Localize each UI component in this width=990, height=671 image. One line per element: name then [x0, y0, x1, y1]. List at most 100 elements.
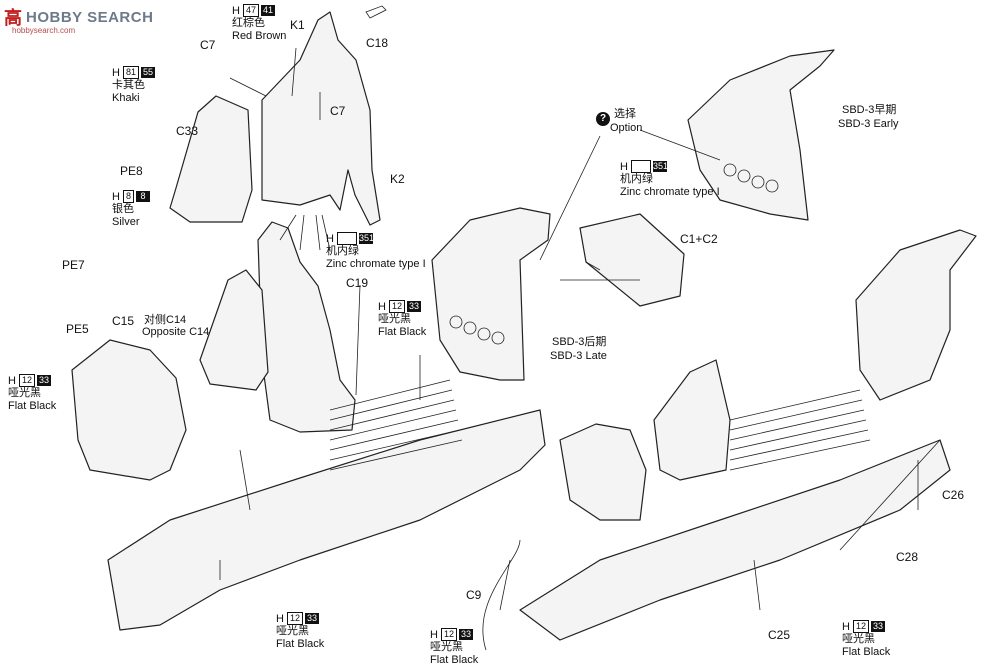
paint-name-zh: 哑光黑: [8, 387, 41, 399]
part-pe5: PE5: [66, 322, 89, 336]
paint-name-zh: 哑光黑: [276, 625, 309, 637]
part-c1-c2: C1+C2: [680, 232, 718, 246]
paint-code: H 8 8: [112, 190, 150, 203]
paint-prefix: H: [842, 620, 850, 633]
option-label-en: Option: [610, 122, 643, 134]
paint-swatch: 351: [358, 233, 374, 244]
paint-name-en: Flat Black: [8, 400, 57, 412]
opposite-label-en: Opposite C14: [142, 326, 210, 338]
paint-callout-flat-black-2: H 12 33 哑光黑 Flat Black: [378, 300, 426, 339]
paint-swatch: 33: [458, 629, 473, 640]
paint-name-en: Flat Black: [378, 326, 427, 338]
early-variant-en: SBD-3 Early: [838, 118, 899, 130]
paint-code: H 81 55: [112, 66, 155, 79]
part-c26: C26: [942, 488, 965, 502]
paint-callout-red-brown: H 47 41 红棕色 Red Brown: [232, 4, 286, 43]
paint-callout-flat-black-4: H 12 33 哑光黑 Flat Black: [430, 628, 478, 667]
rear-bulkhead-assembled: [855, 229, 977, 401]
floor-grating-right: [729, 389, 871, 471]
paint-code: H 351: [620, 160, 720, 173]
paint-name-en: Khaki: [112, 92, 140, 104]
early-variant-zh: SBD-3早期: [842, 104, 897, 116]
paint-number: 12: [18, 374, 35, 387]
paint-code: H 12 33: [430, 628, 478, 641]
watermark-subtext: hobbysearch.com: [12, 26, 76, 35]
seat-assembled: [653, 359, 731, 481]
paint-name-zh: 银色: [112, 203, 134, 215]
paint-swatch: 351: [652, 161, 668, 172]
paint-number: 81: [122, 66, 139, 79]
instrument-ports-late: [449, 315, 505, 345]
part-c19: C19: [346, 276, 369, 290]
paint-code: H 12 33: [378, 300, 426, 313]
paint-callout-flat-black-3: H 12 33 哑光黑 Flat Black: [276, 612, 324, 651]
seat-bucket-upper: [169, 95, 253, 223]
part-c33: C33: [176, 124, 199, 138]
paint-number: 12: [852, 620, 869, 633]
watermark: 高 HOBBY SEARCH hobbysearch.com: [4, 4, 154, 35]
leader-lines: [219, 47, 941, 611]
paint-prefix: H: [276, 612, 284, 625]
paint-callout-zinc-chromate-2: H 351 机内绿 Zinc chromate type I: [620, 160, 720, 199]
paint-prefix: H: [378, 300, 386, 313]
paint-prefix: H: [112, 66, 120, 79]
paint-callout-silver: H 8 8 银色 Silver: [112, 190, 150, 229]
paint-swatch: 41: [260, 5, 275, 16]
option-icon: ?: [596, 112, 610, 126]
rear-bulkhead-early: [687, 49, 835, 221]
paint-name-zh: 哑光黑: [378, 313, 411, 325]
paint-name-zh: 哑光黑: [842, 633, 875, 645]
paint-prefix: H: [620, 160, 628, 173]
paint-callout-khaki: H 81 55 卡其色 Khaki: [112, 66, 155, 105]
side-console-assembled: [559, 423, 647, 521]
part-c18: C18: [366, 36, 389, 50]
paint-swatch: 33: [304, 613, 319, 624]
part-c7-a: C7: [200, 38, 216, 52]
paint-code: H 47 41: [232, 4, 286, 17]
opposite-label-zh: 对侧C14: [144, 314, 187, 326]
paint-name-zh: 卡其色: [112, 79, 145, 91]
seat-bulkhead-upper: [261, 11, 381, 226]
rear-bulkhead-late: [431, 207, 551, 381]
paint-name-en: Flat Black: [842, 646, 891, 658]
paint-callout-zinc-chromate-1: H 351 机内绿 Zinc chromate type I: [326, 232, 426, 271]
paint-name-en: Silver: [112, 216, 140, 228]
paint-blank-swatch: [630, 160, 651, 173]
cockpit-floor-assembled: [519, 439, 951, 641]
paint-name-en: Flat Black: [430, 654, 479, 666]
cylinder-c1c2: [579, 213, 685, 307]
watermark-text: HOBBY SEARCH: [26, 8, 154, 26]
pin-c18: [365, 5, 387, 19]
paint-number: 12: [286, 612, 303, 625]
late-variant-en: SBD-3 Late: [550, 350, 607, 362]
paint-swatch: 33: [870, 621, 885, 632]
side-console-left: [71, 339, 187, 481]
paint-prefix: H: [430, 628, 438, 641]
paint-code: H 12 33: [842, 620, 890, 633]
paint-prefix: H: [8, 374, 16, 387]
part-c9: C9: [466, 588, 482, 602]
part-k1: K1: [290, 18, 305, 32]
instrument-ports-early: [723, 163, 779, 193]
floor-grating-left: [329, 379, 463, 471]
paint-prefix: H: [232, 4, 240, 17]
paint-name-en: Zinc chromate type I: [620, 186, 720, 198]
paint-number: 12: [388, 300, 405, 313]
part-pe7: PE7: [62, 258, 85, 272]
paint-name-zh: 机内绿: [620, 173, 653, 185]
part-c7-b: C7: [330, 104, 346, 118]
paint-swatch: 55: [140, 67, 155, 78]
seat-bucket-middle: [199, 269, 269, 391]
part-c15: C15: [112, 314, 135, 328]
hose-c9: [482, 539, 521, 651]
part-pe8: PE8: [120, 164, 143, 178]
paint-name-en: Flat Black: [276, 638, 325, 650]
paint-prefix: H: [112, 190, 120, 203]
paint-number: 12: [440, 628, 457, 641]
paint-swatch: 33: [406, 301, 421, 312]
late-variant-zh: SBD-3后期: [552, 336, 607, 348]
part-c25: C25: [768, 628, 791, 642]
paint-swatch: 8: [135, 191, 150, 202]
